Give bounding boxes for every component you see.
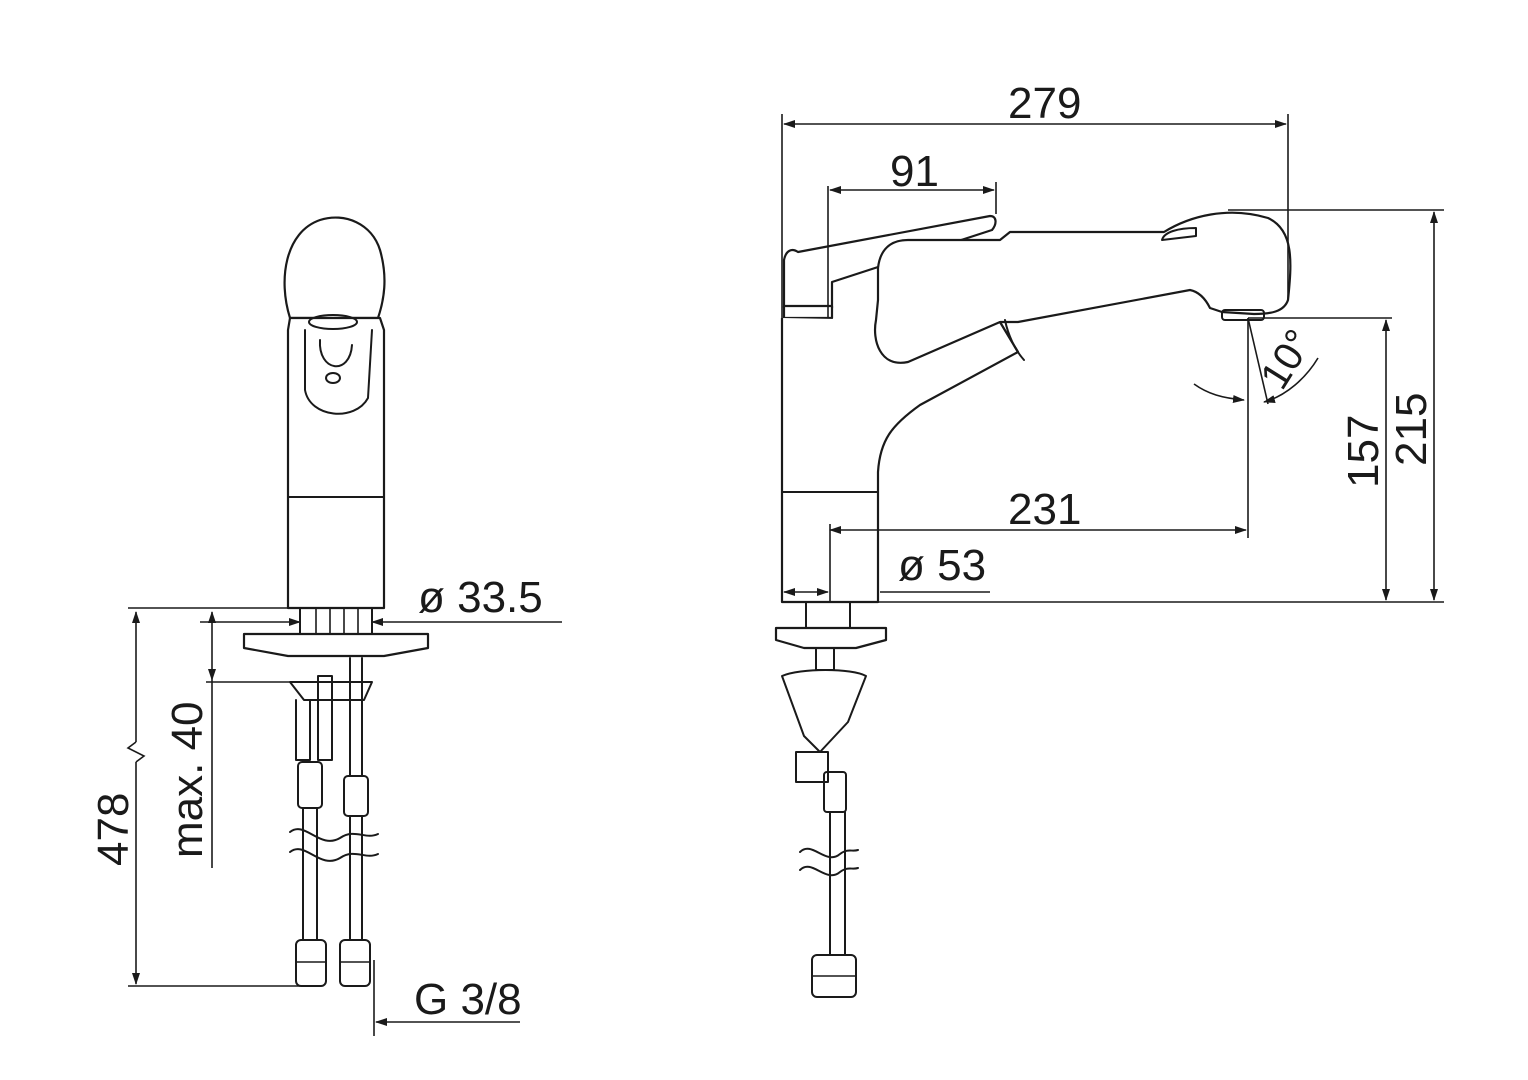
front-nozzle [325, 372, 341, 384]
front-base-plate [242, 632, 430, 658]
side-tap-body [780, 211, 1292, 604]
front-threaded-rod [317, 675, 333, 761]
spray-angle-line [1247, 317, 1269, 405]
front-fixing-bracket [289, 681, 373, 701]
dim-label-spray-angle: 10° [1252, 322, 1321, 397]
dim-label-outlet-height: 157 [1339, 415, 1388, 488]
spray-angle-arc [1193, 383, 1245, 403]
side-rod [815, 647, 835, 671]
front-mount-shank [299, 607, 373, 635]
dim-label-max-thickness: max. 40 [163, 701, 212, 858]
side-lever-hub [782, 304, 834, 320]
dim-label-spout-diameter: ø 33.5 [418, 573, 543, 622]
dim-label-spout-reach: 231 [1008, 485, 1081, 534]
side-aerator [1221, 309, 1265, 321]
front-spray-head [318, 339, 353, 368]
side-base-plate [774, 626, 888, 650]
front-spout-outlet [304, 329, 373, 415]
front-break-mark [289, 828, 379, 842]
side-break-mark [799, 847, 859, 859]
front-lever-head [283, 216, 386, 320]
side-hose-nut [823, 771, 847, 813]
side-fixing-bracket [781, 669, 867, 753]
side-valve [795, 751, 829, 783]
dim-label-lever-reach: 91 [890, 147, 939, 196]
front-hose-nut-left [297, 761, 323, 809]
dim-label-total-height: 215 [1387, 393, 1436, 466]
side-spray-button [1161, 227, 1197, 241]
front-tap-body [286, 316, 386, 610]
side-view: 279 91 215 157 231 ø 53 10° [774, 79, 1444, 998]
dim-label-overall-length: 279 [1008, 79, 1081, 128]
dim-label-total-length: 478 [89, 793, 138, 866]
front-aerator [308, 314, 358, 330]
side-mount-shank [805, 601, 851, 629]
front-hose-nut-right [343, 775, 369, 817]
front-view: ø 33.5 max. 40 478 G 3/8 [89, 216, 562, 1036]
front-fitting-right [339, 939, 371, 987]
front-fitting-left [295, 939, 327, 987]
dim-label-base-diameter: ø 53 [898, 541, 986, 590]
dim-label-connection: G 3/8 [414, 975, 522, 1024]
